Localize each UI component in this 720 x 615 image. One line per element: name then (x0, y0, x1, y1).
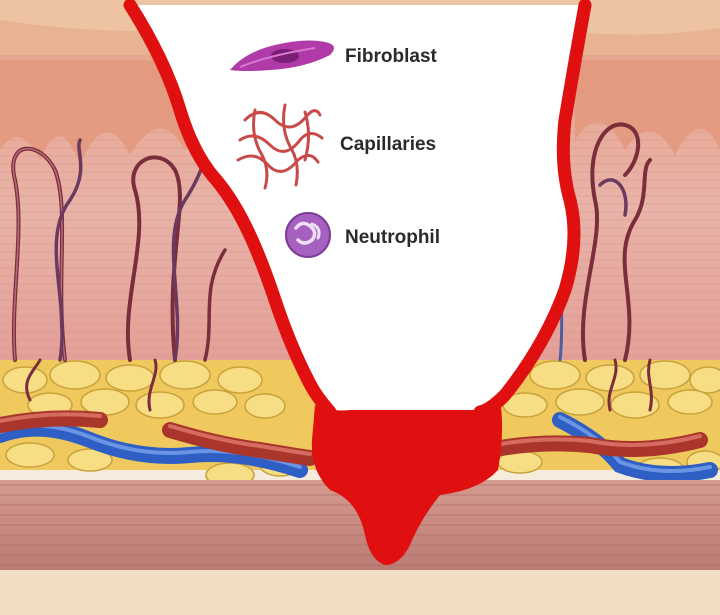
legend-label-neutrophil: Neutrophil (345, 227, 440, 248)
neutrophil-icon (286, 213, 330, 257)
legend-label-fibroblast: Fibroblast (345, 46, 438, 67)
legend-label-capillaries: Capillaries (340, 134, 436, 155)
base-layer (0, 570, 720, 615)
